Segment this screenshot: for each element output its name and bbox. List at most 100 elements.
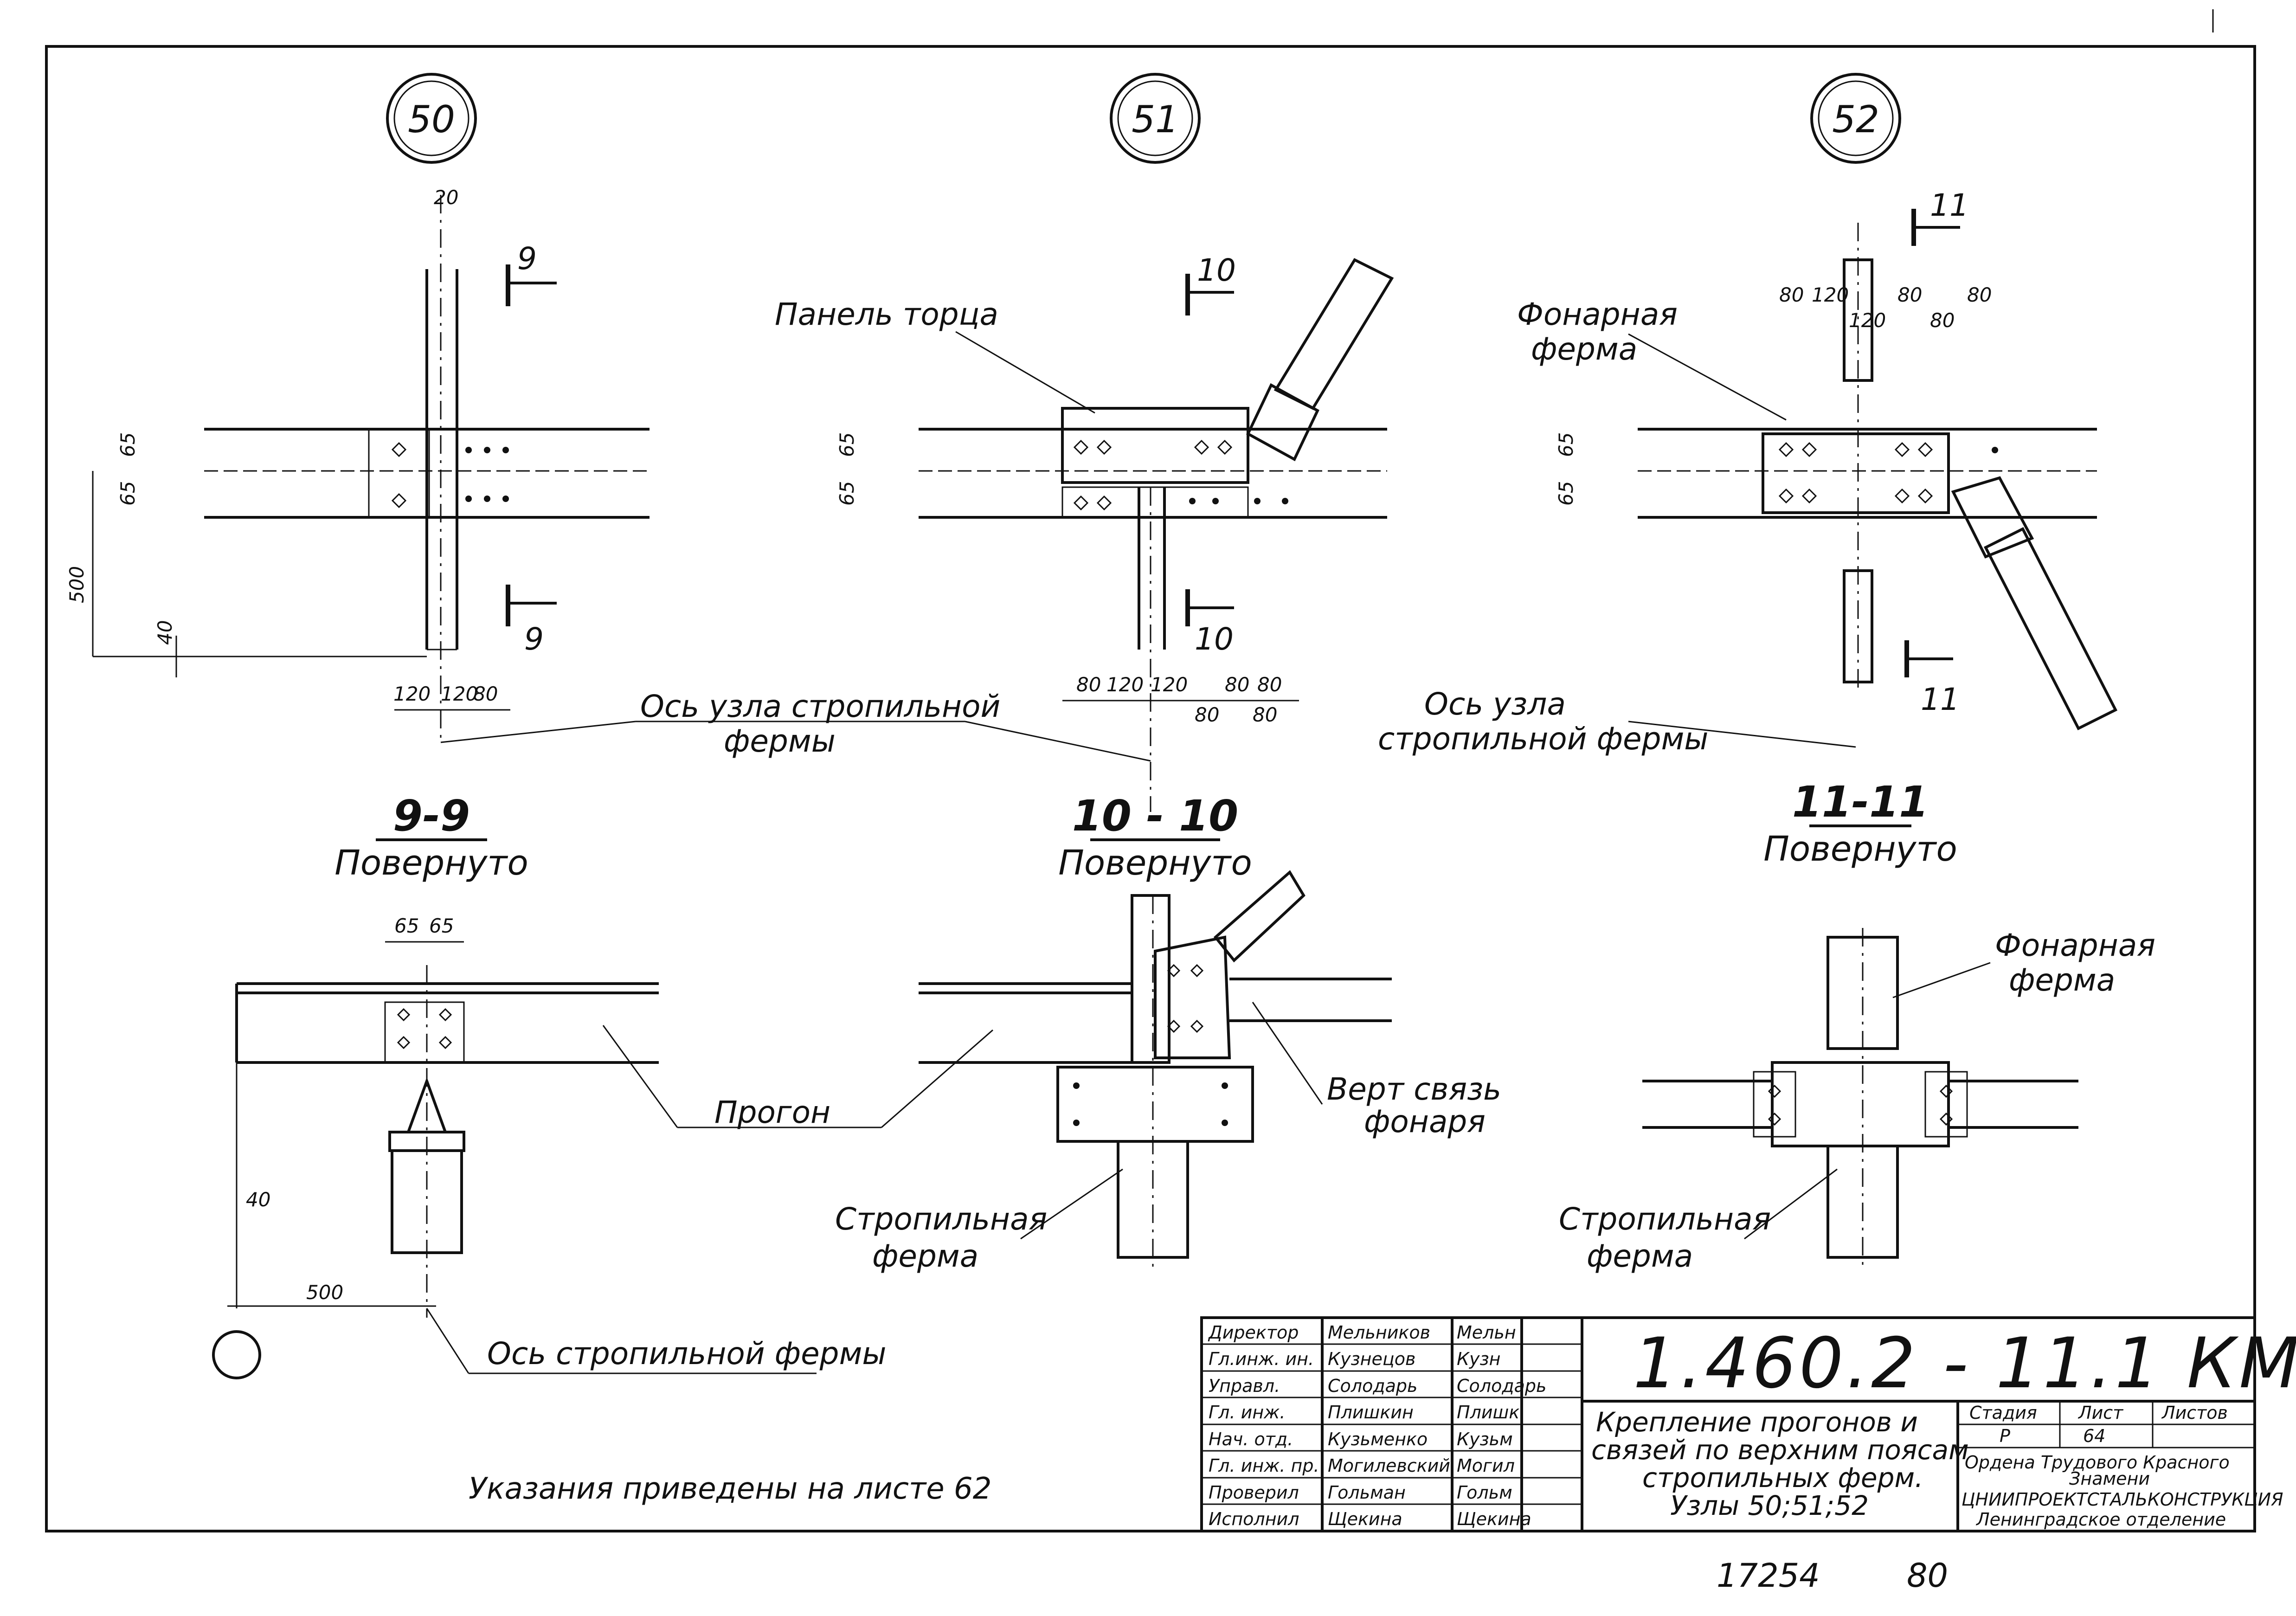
- node-51: 51 Панель торца 10: [775, 73, 1394, 812]
- tb-sheets-header: Листов: [2161, 1403, 2228, 1423]
- dim-65a: 65: [1555, 432, 1577, 457]
- tb-name: Щекина: [1328, 1509, 1402, 1529]
- dim-80: 80: [473, 682, 498, 705]
- leader-stropilnaya-b: [1744, 1168, 1838, 1240]
- tb-signature: Кузьм: [1457, 1429, 1513, 1449]
- lantern-post: [1131, 894, 1171, 1064]
- node-52-id: 52: [1832, 98, 1879, 141]
- tb-sheet-header: Лист: [2077, 1403, 2124, 1423]
- dim-80d: 80: [1967, 283, 1992, 306]
- tb-role: Исполнил: [1209, 1509, 1299, 1529]
- label-os-uzla-b2: стропильной фермы: [1378, 721, 1708, 757]
- title-block: Директор Гл.инж. ин. Управл. Гл. инж. На…: [1200, 1316, 2296, 1532]
- tb-role: Гл. инж. пр.: [1209, 1455, 1319, 1476]
- tb-signature: Щекина: [1457, 1509, 1531, 1529]
- truss-column: [1827, 1145, 1899, 1259]
- dim-80c: 80: [1257, 673, 1282, 696]
- cut-10-top-label: 10: [1197, 252, 1236, 288]
- section-11-title: 11-11: [1792, 777, 1929, 827]
- dim-80b: 80: [1897, 283, 1922, 306]
- cut-11-top-label: 11: [1930, 187, 1969, 223]
- tb-names: Мельников Кузнецов Солодарь Плишкин Кузь…: [1328, 1322, 1450, 1529]
- leader-vert-svyaz: [1252, 1002, 1323, 1105]
- section-9-9: 9-9 Повернуто 65 65 40 500: [227, 791, 659, 1318]
- node-52-bolts: [1778, 442, 1998, 504]
- label-fonarnaya-b2: ферма: [2009, 962, 2115, 998]
- gusset: [1154, 935, 1231, 1059]
- dim-500: 500: [65, 566, 88, 603]
- dim-120b: 120: [1849, 309, 1886, 332]
- base-plate: [1056, 1066, 1254, 1143]
- dim-120b: 120: [441, 682, 478, 705]
- dim-120a: 120: [393, 682, 431, 705]
- leader-progon-left: [602, 1025, 678, 1128]
- diagonal-brace-end: [1246, 383, 1319, 462]
- section-11-bolts: [1768, 1084, 1953, 1126]
- tb-stage-value: Р: [2000, 1426, 2010, 1446]
- tb-title-line: Крепление прогонов и: [1596, 1406, 1918, 1438]
- cut-11-bottom-label: 11: [1921, 682, 1960, 717]
- tb-signature: Солодарь: [1457, 1376, 1546, 1396]
- tb-role: Управл.: [1209, 1376, 1280, 1396]
- label-stropilnaya-b2: ферма: [1587, 1238, 1693, 1274]
- dim-80a: 80: [1076, 673, 1101, 696]
- cut-10-bottom-label: 10: [1195, 621, 1234, 657]
- dim-120a: 120: [1812, 283, 1849, 306]
- label-os-uzla-1: Ось узла стропильной: [640, 689, 1000, 724]
- section-11-subtitle: Повернуто: [1763, 829, 1957, 869]
- tb-name: Плишкин: [1328, 1402, 1414, 1423]
- diagonal-brace: [1213, 870, 1306, 963]
- dim-40: 40: [154, 620, 176, 645]
- tb-signature: Кузн: [1457, 1349, 1501, 1369]
- end-panel: [1061, 407, 1249, 484]
- leader-panel-torca: [955, 331, 1095, 414]
- tb-title-line: стропильных ферм.: [1642, 1462, 1923, 1494]
- tb-name: Мельников: [1328, 1322, 1430, 1343]
- node-51-marker: [1110, 73, 1201, 164]
- dim-65a: 65: [836, 432, 858, 457]
- label-vert-svyaz-1: Верт связь: [1327, 1071, 1501, 1107]
- document-code: 1.460.2 - 11.1 КМ: [1633, 1323, 2296, 1404]
- splice-plate: [1762, 432, 1950, 514]
- diagonal-brace: [1273, 258, 1394, 410]
- tb-name: Гольман: [1328, 1482, 1406, 1503]
- leader-fonarnaya: [1628, 333, 1787, 421]
- tb-role: Директор: [1208, 1322, 1299, 1343]
- tb-signature: Плишк: [1457, 1402, 1519, 1423]
- node-50-bolts: [391, 442, 509, 509]
- dim-120a: 120: [1106, 673, 1144, 696]
- tb-stage-header: Стадия: [1969, 1403, 2037, 1423]
- section-10-10: 10 - 10 Повернуто: [919, 791, 1392, 1271]
- axis-circle: [212, 1330, 261, 1379]
- dim-65b: 65: [116, 481, 139, 506]
- diagonal-brace: [1983, 527, 2118, 731]
- node-50-marker: [386, 73, 477, 164]
- dim-80a: 80: [1779, 283, 1804, 306]
- tb-name: Кузьменко: [1328, 1429, 1428, 1449]
- section-9-title: 9-9: [393, 791, 470, 841]
- section-10-subtitle: Повернуто: [1058, 843, 1252, 883]
- label-panel-torca: Панель торца: [775, 296, 998, 332]
- truss-post-bottom: [1843, 569, 1873, 683]
- label-fonarnaya-b1: Фонарная: [1995, 927, 2155, 963]
- page-number: 80: [1907, 1557, 1948, 1595]
- label-vert-svyaz-2: фонаря: [1364, 1104, 1486, 1140]
- node-50-plate: [368, 428, 430, 518]
- label-progon: Прогон: [714, 1095, 830, 1130]
- connection-plate: [1771, 1061, 1950, 1147]
- dim-80d: 80: [1195, 703, 1219, 726]
- chord-column: [391, 1149, 463, 1254]
- label-stropilnaya-b1: Стропильная: [1559, 1201, 1771, 1237]
- tb-signature: Мельн: [1457, 1322, 1516, 1343]
- tb-role: Проверил: [1209, 1482, 1299, 1503]
- connection-plate: [384, 1001, 465, 1063]
- diagonal-brace-end: [1951, 476, 2034, 559]
- label-stropilnaya-a2: ферма: [872, 1238, 978, 1274]
- node-52: 52 Фонарная ферма: [1517, 73, 2118, 731]
- tb-role: Нач. отд.: [1209, 1429, 1293, 1449]
- node-52-marker-inner: [1818, 80, 1894, 156]
- dim-65b: 65: [429, 914, 454, 937]
- axis-labels-middle: Ось узла стропильной фермы Ось узла стро…: [440, 686, 1856, 762]
- leader-os-uzla-left: [440, 721, 636, 743]
